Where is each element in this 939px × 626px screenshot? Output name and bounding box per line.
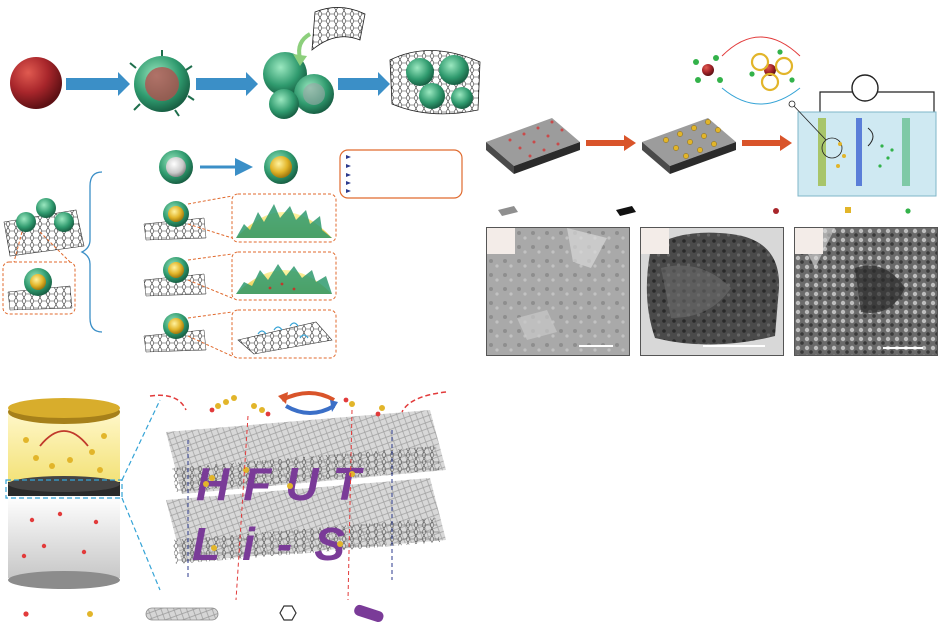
panel-bifunctional-electrode [486,36,937,216]
shuttle-arrows [149,391,447,415]
battery-cell-icon [8,398,120,589]
wrapped-composite-icon [389,50,481,115]
core-icon [168,318,184,334]
sphere-icon [10,57,62,109]
shell-spikes-icon [236,204,332,238]
substrate-icon [486,118,580,174]
zoom-dash [187,253,233,299]
hrtem-image [794,227,938,356]
bottom-legend [23,604,384,623]
diffusion-dash [235,409,353,601]
panel-hollow-shell-mechanism [2,149,463,359]
coated-sphere-icon [129,50,195,117]
scale-bar [579,345,613,347]
shell-cluster-icon [263,52,334,119]
ion-arrows [257,322,309,339]
tem-image [640,227,784,356]
attach-arrow [297,32,312,59]
process-arrow [66,72,130,96]
sem-image [486,227,630,356]
loaded-substrate-icon [642,118,736,174]
frame-dash [187,430,393,580]
panel-tag [795,228,823,254]
tem-texture [641,228,783,355]
process-arrow [586,135,636,151]
bracket [80,171,103,333]
nanotube-layer [166,410,446,564]
process-arrow [196,72,258,96]
core-icon [168,262,184,278]
panel-encapsulation-synthesis [10,7,481,119]
zoom-box [2,261,76,315]
polysulfide-chains [203,467,355,551]
graphene-plane-icon [237,321,333,355]
electrode-cell-icon [788,74,937,197]
zoom-dash [187,311,233,357]
graphene-sheet-icon [311,7,366,51]
filled-core-icon [270,156,292,178]
zoom-dash [13,231,71,263]
panel-separator-interlayer: HFUT Li-S [5,391,447,623]
core-icon [168,206,184,222]
polysulfide-molecules [209,395,385,417]
lettering-lis: Li-S [192,518,367,570]
scale-bar [703,345,765,347]
molecule-cycle-icon [693,36,801,105]
lettering-lis-text: Li-S [192,518,367,570]
process-arrow [742,135,792,151]
core-icon [30,274,46,290]
legend-box [339,149,463,199]
zoom-dash [187,195,233,239]
legend-icons [498,206,911,216]
hexagon-icon [279,605,297,621]
particle-dots [268,282,296,291]
lettering-hfut-text: HFUT [196,458,375,510]
process-arrow [338,72,390,96]
zoom-box [5,479,123,499]
panel-tag [641,228,669,254]
attach-arrow-head [293,54,307,66]
scale-bar [883,347,923,349]
hollow-core-icon [166,157,186,177]
composite-icon [3,198,85,257]
shell-spikes-icon [236,264,332,294]
zoom-dash [121,399,161,591]
panel-tag [487,228,515,254]
lettering-hfut: HFUT [196,458,375,510]
legend-markers [346,155,351,193]
